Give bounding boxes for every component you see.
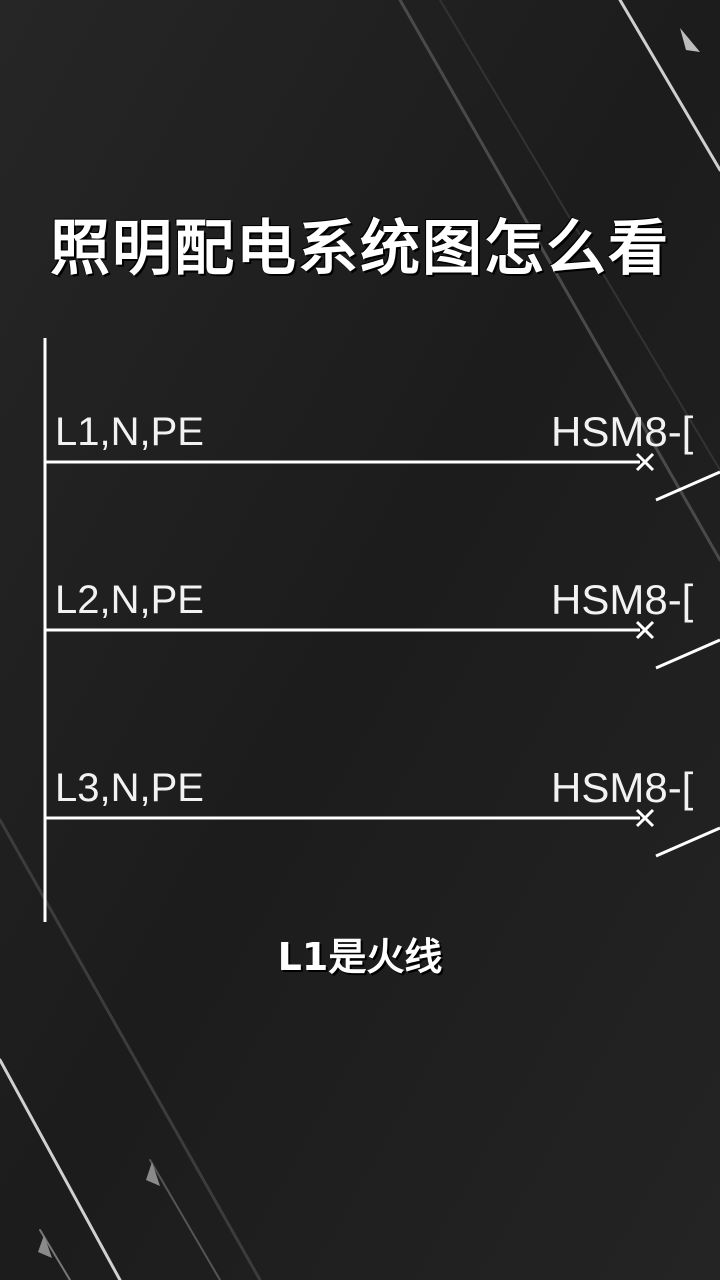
feeder-circuit-3 <box>45 808 720 858</box>
feeder-circuit-1 <box>45 452 720 502</box>
breaker-cross-icon <box>635 620 655 640</box>
breaker-label-1: HSM8-[ <box>551 408 694 455</box>
switch-contact <box>655 638 720 670</box>
feeder-label-1: L1,N,PE <box>55 410 204 454</box>
arrow-icon <box>680 28 700 52</box>
arrow-icon <box>38 1162 160 1258</box>
page-title: 照明配电系统图怎么看 <box>50 214 670 284</box>
feeder-circuit-2 <box>45 620 720 670</box>
switch-contact <box>655 470 720 502</box>
breaker-cross-icon <box>635 808 655 828</box>
breaker-label-3: HSM8-[ <box>551 764 694 811</box>
subtitle-caption: L1是火线 <box>277 935 443 979</box>
feeder-label-3: L3,N,PE <box>55 766 204 810</box>
breaker-label-2: HSM8-[ <box>551 576 694 623</box>
feeder-label-2: L2,N,PE <box>55 578 204 622</box>
breaker-cross-icon <box>635 452 655 472</box>
switch-contact <box>655 826 720 858</box>
